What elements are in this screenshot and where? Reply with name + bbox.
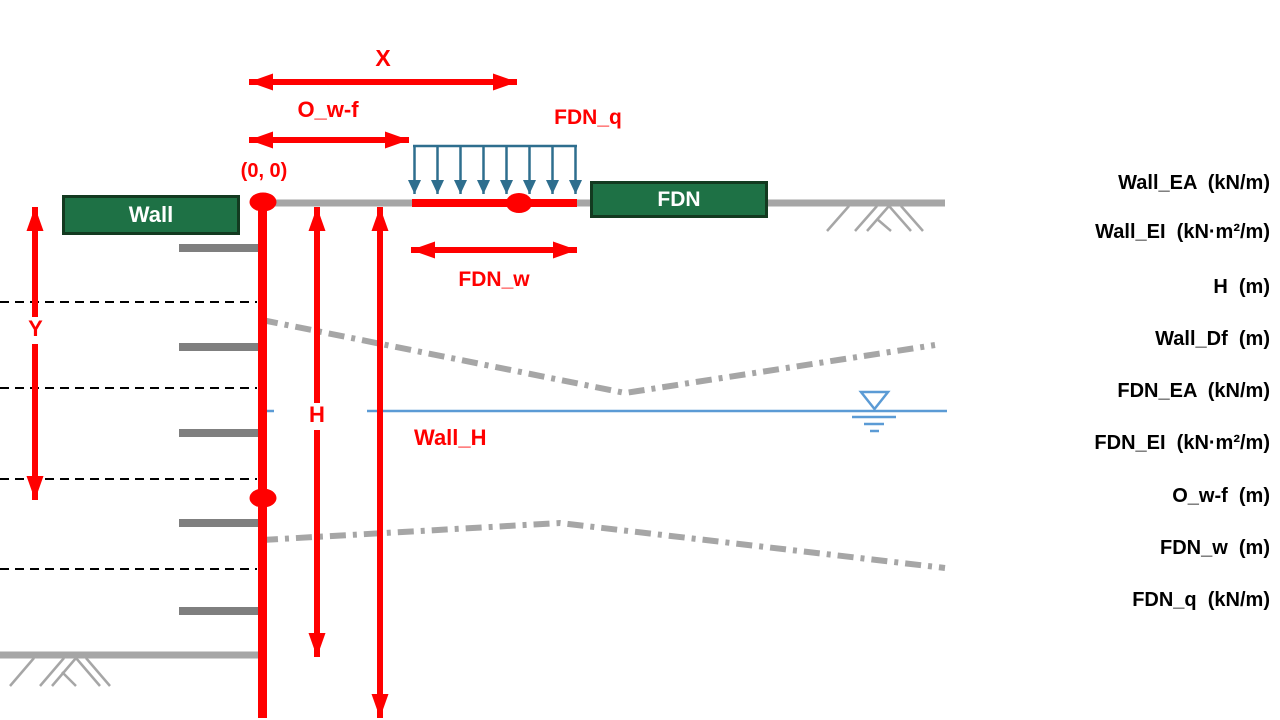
dim-x-label: X bbox=[375, 45, 391, 71]
param-fdn-ea: FDN_EA (kN/m) bbox=[1117, 380, 1270, 402]
param-o-w-f: O_w-f (m) bbox=[1172, 485, 1270, 507]
param-fdn-q: FDN_q (kN/m) bbox=[1132, 589, 1270, 611]
soil-layer-lines bbox=[261, 317, 946, 571]
dim-h-label: H bbox=[303, 402, 331, 430]
param-fdn-w: FDN_w (m) bbox=[1160, 537, 1270, 559]
ground-hatch-left bbox=[9, 657, 111, 687]
dim-wallh-label: Wall_H bbox=[414, 425, 487, 450]
wall-mid-node bbox=[249, 488, 277, 508]
ground-hatch-right bbox=[826, 205, 924, 232]
param-wall-ea: Wall_EA (kN/m) bbox=[1118, 172, 1270, 194]
dim-y-label: Y bbox=[22, 316, 49, 344]
stage-dashed-lines bbox=[0, 301, 257, 570]
param-h: H (m) bbox=[1213, 276, 1270, 298]
fdn-box: FDN bbox=[590, 181, 768, 218]
dim-fdnq-label: FDN_q bbox=[554, 106, 622, 129]
wall-box-label: Wall bbox=[128, 202, 174, 227]
dim-fdnw-label: FDN_w bbox=[458, 268, 530, 291]
fdn-box-label: FDN bbox=[657, 187, 701, 211]
foundation-center-node bbox=[506, 193, 532, 213]
dimension-arrows bbox=[26, 73, 577, 718]
water-table-icon bbox=[852, 390, 896, 433]
param-wall-ei: Wall_EI (kN·m²/m) bbox=[1095, 221, 1270, 243]
wall-top-node bbox=[249, 192, 277, 212]
fdn-q-load-arrows bbox=[408, 144, 582, 194]
struts bbox=[179, 244, 261, 615]
wall-box: Wall bbox=[62, 195, 240, 235]
param-fdn-ei: FDN_EI (kN·m²/m) bbox=[1094, 432, 1270, 454]
dim-owf-label: O_w-f bbox=[297, 97, 359, 122]
origin-label: (0, 0) bbox=[240, 160, 288, 182]
param-wall-df: Wall_Df (m) bbox=[1155, 328, 1270, 350]
